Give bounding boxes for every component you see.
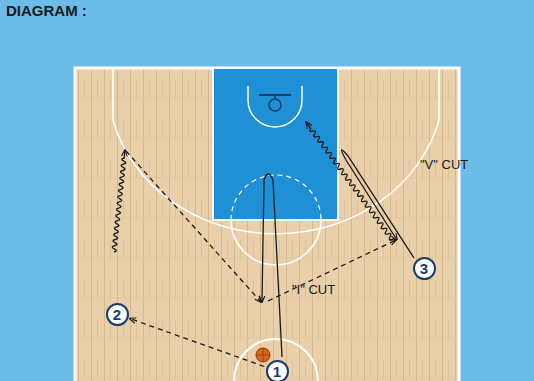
diagram-title: DIAGRAM : (6, 2, 87, 19)
pass-line (126, 151, 261, 302)
player-number: 3 (420, 261, 428, 276)
pass-line (268, 240, 396, 301)
player-number: 2 (113, 307, 121, 322)
player-circle: 3 (413, 257, 436, 280)
player-number: 1 (273, 364, 281, 379)
cut-label: "V" CUT (420, 158, 468, 172)
cut-line (341, 150, 414, 258)
dribble-line (306, 122, 395, 242)
cut-line (262, 174, 282, 357)
player-circle: 2 (106, 303, 129, 326)
pass-line (130, 319, 265, 367)
dribble-line (112, 150, 126, 252)
player-circle: 1 (266, 360, 289, 381)
cut-label: "I" CUT (292, 283, 335, 297)
